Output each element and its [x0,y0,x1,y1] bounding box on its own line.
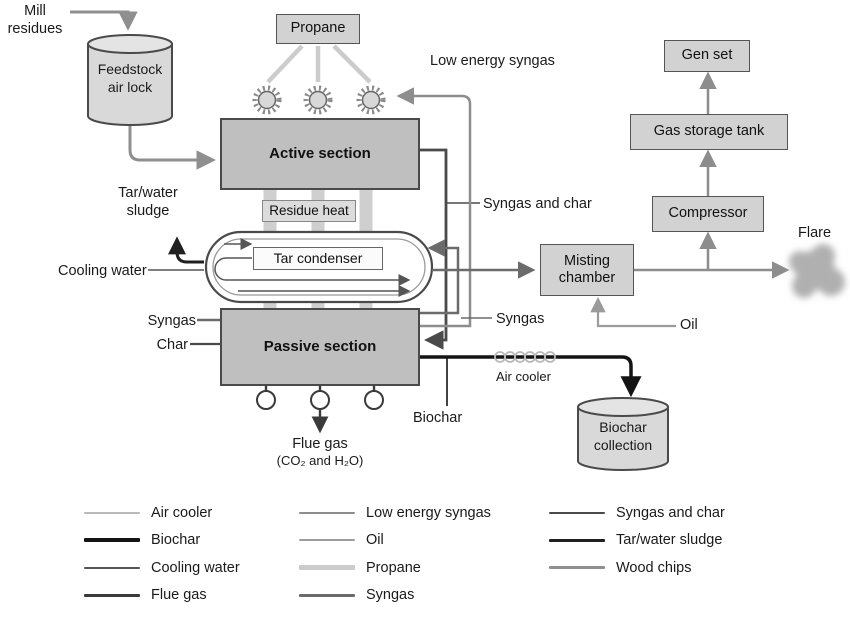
legend-item-cooling-water: Cooling water [84,554,240,582]
burner-icon [303,85,333,115]
misting-chamber-box: Misting chamber [540,244,634,296]
oil-label: Oil [680,317,698,333]
residue-heat-box: Residue heat [262,200,356,222]
feedstock-air-lock-label: Feedstock air lock [97,61,163,96]
air-cooler-coil-icon [494,351,556,363]
syngas-and-char-label: Syngas and char [483,196,592,212]
legend-line-sample [84,538,140,543]
gas-storage-tank-box: Gas storage tank [630,114,788,150]
legend-line-sample [549,538,605,542]
mill-residues-label: Mill residues [7,3,63,38]
low-energy-syngas-label: Low energy syngas [430,53,555,69]
wood-chips-flow [70,10,216,170]
legend-item-oil: Oil [299,527,491,555]
cooling-water-flow [148,238,411,297]
syngas-passive-to-condenser [420,239,460,315]
gas-distribution-flow [634,71,790,279]
legend-item-flue-gas: Flue gas [84,582,240,610]
legend-item-air-cooler: Air cooler [84,499,240,527]
burner-icon [252,85,282,115]
legend-item-propane: Propane [299,554,491,582]
legend-line-sample [299,539,355,542]
legend-column-2: Low energy syngas Oil Propane Syngas [299,499,491,609]
legend-line-sample [84,567,140,569]
flue-gas-label: Flue gas [292,436,348,452]
legend-item-syngas: Syngas [299,582,491,610]
passive-section-box: Passive section [220,308,420,386]
legend-column-3: Syngas and char Tar/water sludge Wood ch… [549,499,725,582]
legend-label: Propane [366,559,421,576]
legend-line-sample [84,594,140,597]
legend-label: Wood chips [616,559,692,576]
tar-water-sludge-label: Tar/water sludge [118,185,178,220]
legend-item-syngas-and-char: Syngas and char [549,499,725,527]
biochar-label: Biochar [413,410,463,426]
legend-label: Low energy syngas [366,504,491,521]
burner-icon [356,85,386,115]
air-cooler-label: Air cooler [496,369,551,384]
biochar-collection-cylinder [577,397,669,471]
legend-label: Oil [366,532,384,549]
gen-set-box: Gen set [664,40,750,72]
legend-item-tar-water-sludge: Tar/water sludge [549,527,725,555]
legend-label: Air cooler [151,504,213,521]
burner-icons [252,85,386,115]
mill-to-feedstock-line [70,10,138,31]
legend-label: Cooling water [151,559,240,576]
feedstock-cylinder [87,34,173,126]
propane-lines [266,44,372,84]
legend-label: Biochar [151,532,201,549]
feedstock-to-active-line [128,126,216,170]
legend-label: Syngas [366,587,415,604]
syngas-left-label: Syngas [147,313,196,329]
legend-item-biochar: Biochar [84,527,240,555]
cooling-water-label: Cooling water [58,263,147,279]
biochar-collection-label: Biochar collection [593,419,653,454]
flue-gas-flow [256,386,384,434]
legend-label: Tar/water sludge [616,532,723,549]
oil-flow [590,296,676,328]
legend-line-sample [299,594,355,597]
flare-label: Flare [798,225,832,241]
legend-line-sample [84,511,140,514]
low-energy-syngas-flow [396,87,472,328]
char-left-label: Char [156,337,188,353]
compressor-box: Compressor [652,196,764,232]
propane-box: Propane [276,14,360,44]
legend-item-wood-chips: Wood chips [549,554,725,582]
syngas-right-label: Syngas [496,311,545,327]
flue-gas-components-label: (CO₂ and H₂O) [276,453,364,468]
legend-line-sample [299,511,355,514]
legend-line-sample [299,565,355,571]
tar-condenser-label: Tar condenser [253,247,383,270]
legend-column-1: Air cooler Biochar Cooling water Flue ga… [84,499,240,609]
legend-label: Flue gas [151,587,207,604]
legend-line-sample [549,566,605,570]
flare-icon [789,244,845,298]
legend-line-sample [549,511,605,514]
biochar-flow [420,355,642,406]
active-section-box: Active section [220,118,420,190]
legend-label: Syngas and char [616,504,725,521]
tar-water-sludge-flow [168,236,204,264]
legend-item-low-energy-syngas: Low energy syngas [299,499,491,527]
